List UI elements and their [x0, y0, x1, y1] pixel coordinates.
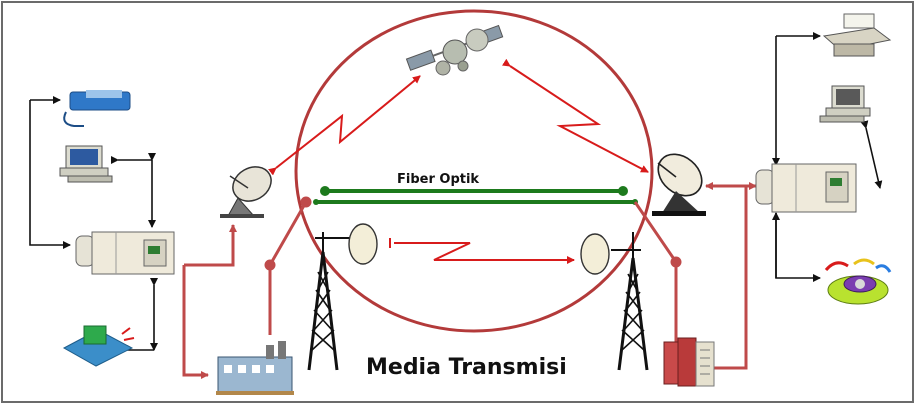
- telephone-icon: [63, 90, 131, 127]
- right-device-links: [772, 32, 883, 282]
- printer-icon: [822, 13, 892, 57]
- dish-antenna-icon: [220, 166, 272, 218]
- wired-connections: [182, 182, 757, 379]
- transmission-circle: [294, 9, 654, 333]
- fiber-optic-link: [313, 186, 638, 205]
- left-device-links: [29, 96, 158, 354]
- mainframe-icon: [755, 163, 857, 213]
- server-rack-icon: [663, 337, 715, 387]
- fax-icon: [62, 325, 135, 367]
- dish-antenna-icon: [652, 153, 706, 216]
- mainframe-icon: [75, 231, 175, 275]
- computer-icon: [819, 85, 871, 123]
- microwave-tower-icon: [580, 232, 649, 371]
- satellite-uplink-right: [501, 58, 649, 173]
- computer-icon: [59, 145, 113, 183]
- diagram-title: Media Transmisi: [366, 355, 567, 380]
- ringing-phone-icon: [824, 258, 892, 305]
- microwave-tower-icon: [307, 223, 378, 371]
- satellite-uplink-left: [268, 75, 421, 176]
- fiber-optic-label: Fiber Optik: [397, 172, 479, 187]
- factory-icon: [216, 341, 294, 395]
- microwave-link: [389, 238, 575, 264]
- satellite-icon: [405, 24, 504, 76]
